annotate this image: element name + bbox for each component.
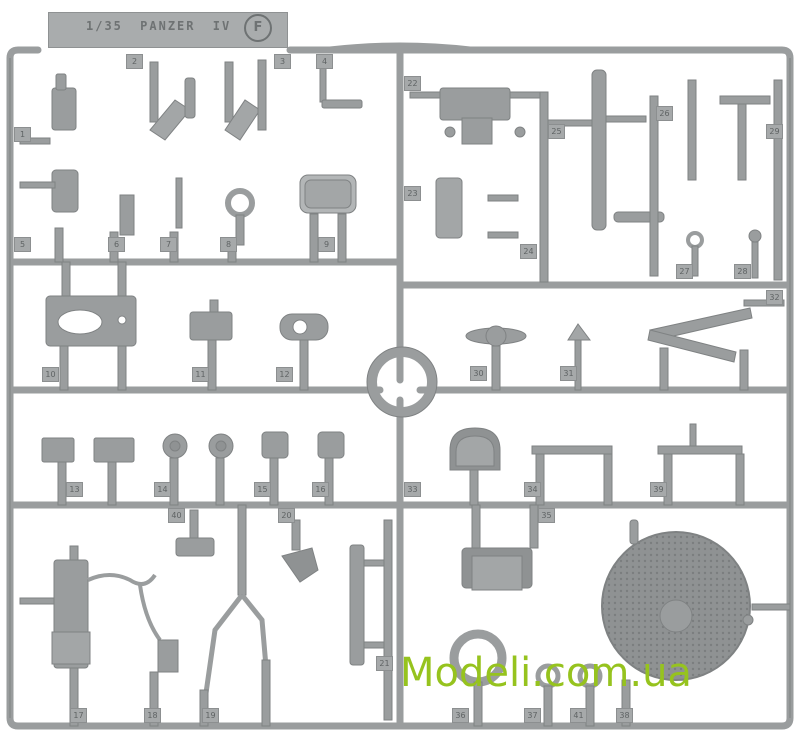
part-number-37: 37 bbox=[524, 708, 541, 723]
part-number-6: 6 bbox=[108, 237, 125, 252]
part-number-5: 5 bbox=[14, 237, 31, 252]
part-number-29: 29 bbox=[766, 124, 783, 139]
part-number-30: 30 bbox=[470, 366, 487, 381]
part-number-38: 38 bbox=[616, 708, 633, 723]
sprue-title: 1/35 PANZER IV bbox=[86, 19, 231, 33]
part-number-16: 16 bbox=[312, 482, 329, 497]
part-number-34: 34 bbox=[524, 482, 541, 497]
part-number-28: 28 bbox=[734, 264, 751, 279]
part-number-10: 10 bbox=[42, 367, 59, 382]
block-bottom-right bbox=[449, 504, 791, 727]
part-number-14: 14 bbox=[154, 482, 171, 497]
part-number-18: 18 bbox=[144, 708, 161, 723]
part-number-2: 2 bbox=[126, 54, 143, 69]
part-number-27: 27 bbox=[676, 264, 693, 279]
block-top-right bbox=[409, 69, 783, 283]
scale-label: 1/35 bbox=[86, 19, 123, 33]
part-number-3: 3 bbox=[274, 54, 291, 69]
part-number-11: 11 bbox=[192, 367, 209, 382]
block-bottom-left bbox=[19, 504, 393, 727]
part-number-4: 4 bbox=[316, 54, 333, 69]
part-number-17: 17 bbox=[70, 708, 87, 723]
part-number-20: 20 bbox=[278, 508, 295, 523]
block-mid-right bbox=[465, 299, 785, 391]
variant-label: IV bbox=[212, 19, 232, 33]
part-number-15: 15 bbox=[254, 482, 271, 497]
part-number-39: 39 bbox=[650, 482, 667, 497]
part-number-23: 23 bbox=[404, 186, 421, 201]
part-number-9: 9 bbox=[318, 237, 335, 252]
part-number-13: 13 bbox=[66, 482, 83, 497]
part-number-35: 35 bbox=[538, 508, 555, 523]
model-label: PANZER bbox=[140, 19, 196, 33]
part-number-24: 24 bbox=[520, 244, 537, 259]
part-number-25: 25 bbox=[548, 124, 565, 139]
part-number-36: 36 bbox=[452, 708, 469, 723]
part-number-1: 1 bbox=[14, 127, 31, 142]
part-number-31: 31 bbox=[560, 366, 577, 381]
center-ring bbox=[367, 347, 437, 417]
sprue-letter: F bbox=[253, 20, 263, 35]
part-number-12: 12 bbox=[276, 367, 293, 382]
part-number-26: 26 bbox=[656, 106, 673, 121]
part-number-8: 8 bbox=[220, 237, 237, 252]
part-number-33: 33 bbox=[404, 482, 421, 497]
part-number-7: 7 bbox=[160, 237, 177, 252]
block-lower-left bbox=[41, 431, 345, 506]
part-number-21: 21 bbox=[376, 656, 393, 671]
block-lower-right bbox=[449, 423, 745, 506]
part-number-40: 40 bbox=[168, 508, 185, 523]
part-number-22: 22 bbox=[404, 76, 421, 91]
part-number-32: 32 bbox=[766, 290, 783, 305]
part-number-41: 41 bbox=[570, 708, 587, 723]
block-top-left bbox=[19, 59, 363, 263]
part-number-19: 19 bbox=[202, 708, 219, 723]
sprue-letter-badge: F bbox=[244, 14, 272, 42]
outer-frame bbox=[6, 42, 794, 730]
watermark-text: Modeli.com.ua bbox=[400, 650, 692, 696]
block-mid-left bbox=[45, 261, 329, 391]
